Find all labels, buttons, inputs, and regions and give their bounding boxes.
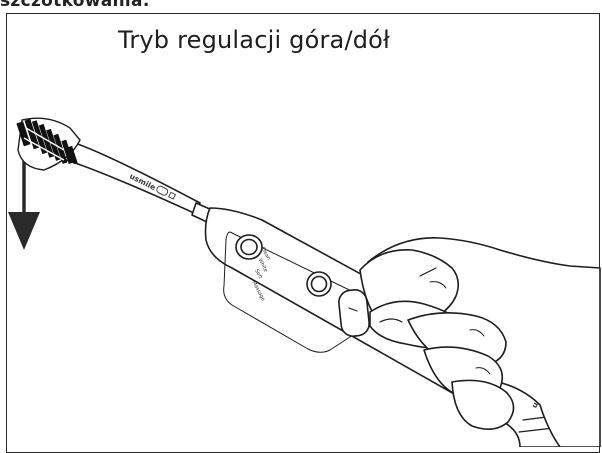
- down-arrow-icon: [8, 157, 40, 250]
- mode-button: [307, 272, 331, 296]
- hand-illustration: [360, 238, 600, 447]
- brush-head-icon: [16, 118, 80, 170]
- power-button: [236, 235, 262, 259]
